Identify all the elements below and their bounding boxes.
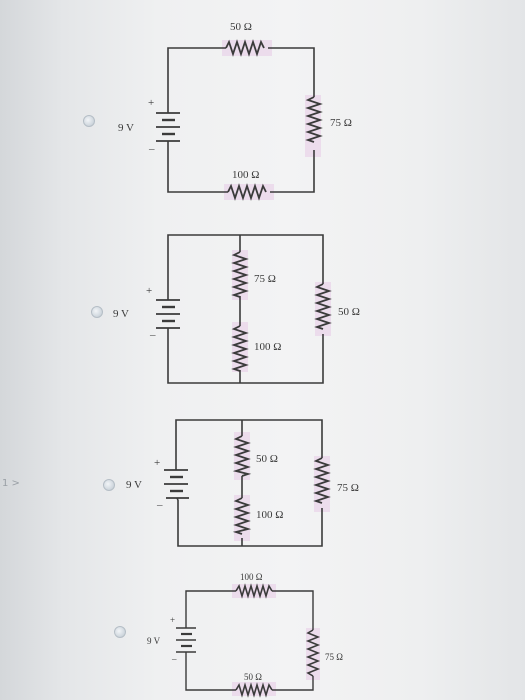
battery-d (176, 627, 196, 656)
label-d-top: 100 Ω (240, 572, 263, 582)
resistor-c-right (313, 457, 331, 504)
resistor-a-bottom (227, 183, 267, 201)
label-c-lower: 100 Ω (256, 509, 283, 521)
label-d-bottom: 50 Ω (244, 672, 262, 682)
resistor-d-top (235, 583, 273, 599)
battery-a (156, 112, 180, 144)
resistor-c-lower (232, 497, 252, 535)
battery-b (156, 299, 180, 332)
label-c-minus: – (156, 499, 163, 511)
label-b-right: 50 Ω (338, 306, 360, 318)
label-a-battery: 9 V (118, 122, 134, 134)
label-a-plus: + (148, 97, 154, 109)
resistor-b-right (314, 283, 332, 330)
circuit-option-c (164, 419, 331, 547)
label-b-lower: 100 Ω (254, 341, 281, 353)
label-d-plus: + (170, 615, 175, 625)
circuit-option-b (156, 234, 332, 384)
label-d-minus: – (171, 654, 177, 664)
label-a-bottom: 100 Ω (232, 169, 259, 181)
resistor-b-upper (231, 251, 249, 298)
label-c-right: 75 Ω (337, 482, 359, 494)
battery-c (164, 469, 189, 501)
label-a-right: 75 Ω (330, 117, 352, 129)
resistor-a-top (225, 39, 265, 57)
resistor-b-lower (231, 325, 249, 372)
circuit-option-d (176, 583, 321, 698)
radio-option-a[interactable] (83, 115, 95, 127)
radio-option-c[interactable] (103, 479, 115, 491)
label-a-minus: – (148, 143, 155, 155)
radio-option-b[interactable] (91, 306, 103, 318)
label-d-battery: 9 V (147, 636, 161, 646)
page-edge-mark: 1 > (2, 478, 20, 489)
label-b-battery: 9 V (113, 308, 129, 320)
resistor-d-right (305, 629, 321, 677)
resistor-c-upper (232, 435, 252, 477)
radio-option-d[interactable] (114, 626, 126, 638)
resistor-d-bottom (235, 682, 273, 698)
label-c-battery: 9 V (126, 479, 142, 491)
resistor-a-right (305, 96, 323, 143)
circuit-option-a (156, 39, 323, 201)
label-a-top: 50 Ω (230, 21, 252, 33)
label-b-minus: – (149, 329, 156, 341)
label-c-plus: + (154, 457, 160, 469)
label-b-upper: 75 Ω (254, 273, 276, 285)
label-c-upper: 50 Ω (256, 453, 278, 465)
label-d-right: 75 Ω (325, 652, 343, 662)
label-b-plus: + (146, 285, 152, 297)
